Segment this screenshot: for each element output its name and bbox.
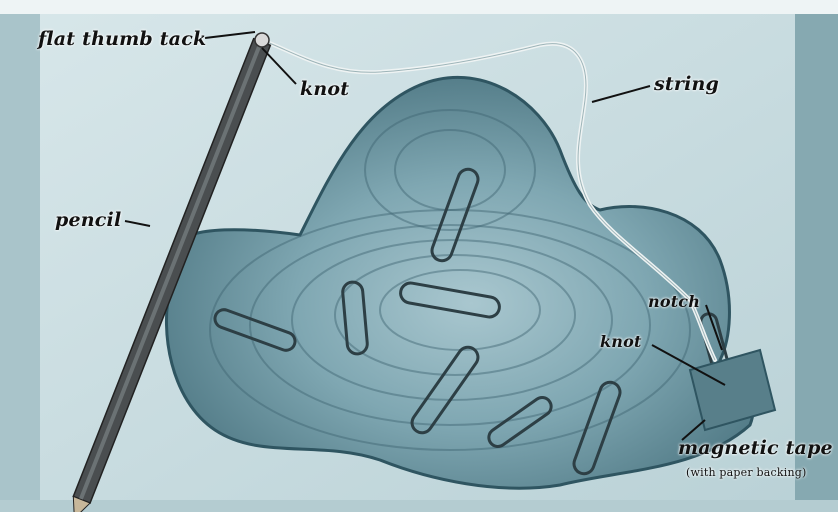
label-paper-backing: (with paper backing) [686,466,807,479]
label-knot-top: knot [300,78,349,100]
label-pencil: pencil [55,209,121,231]
label-string: string [654,73,719,95]
label-knot-lower: knot [600,332,642,351]
frame-bottom-edge [0,500,838,512]
label-flat-thumb-tack: flat thumb tack [38,28,206,50]
frame-left-edge [0,0,40,512]
flat-thumb-tack [255,33,269,47]
frame-top-edge [0,0,838,14]
label-magnetic-tape: magnetic tape [678,437,833,459]
label-notch: notch [648,292,700,311]
